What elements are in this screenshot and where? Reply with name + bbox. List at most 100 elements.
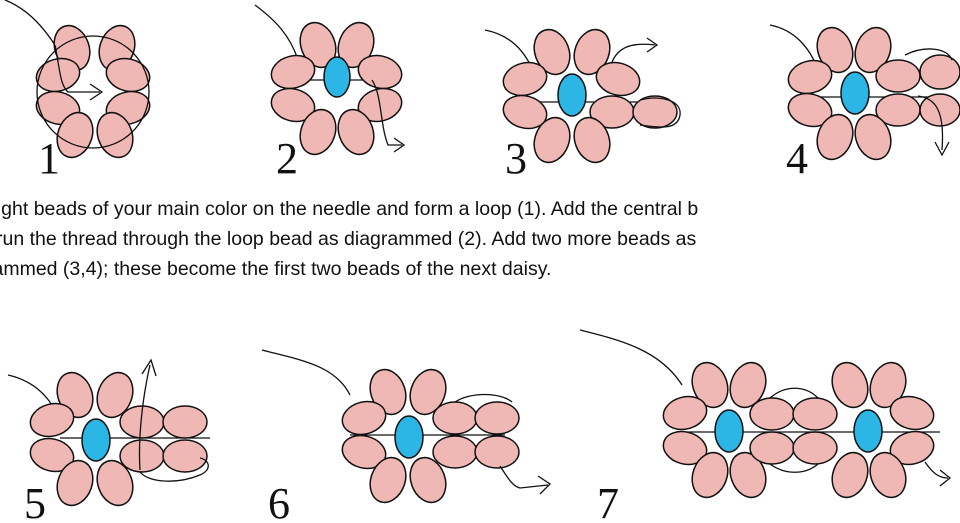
- petal-bead: [595, 61, 641, 97]
- thread: [54, 44, 100, 93]
- thread: [139, 457, 209, 482]
- step-3-diagram: 3: [484, 28, 681, 183]
- step-number: 4: [786, 134, 808, 183]
- petal-bead: [919, 54, 960, 90]
- thread: [4, 0, 56, 46]
- petal-bead: [787, 59, 833, 95]
- petal-bead: [854, 26, 892, 74]
- petal-bead: [474, 435, 520, 469]
- center-bead: [81, 418, 111, 462]
- petal-bead: [35, 57, 81, 93]
- petal-bead: [792, 397, 838, 431]
- petal-bead: [432, 435, 478, 469]
- step-number: 7: [597, 479, 619, 523]
- petal-bead: [662, 395, 708, 431]
- thread: [639, 97, 681, 128]
- petal-bead: [792, 431, 838, 465]
- petal-bead: [919, 93, 960, 127]
- petal-bead: [341, 434, 387, 470]
- petal-bead: [749, 397, 795, 431]
- arrow-head: [939, 469, 952, 487]
- petal-bead: [573, 116, 611, 164]
- petal-bead: [432, 401, 478, 435]
- petal-bead: [573, 28, 611, 76]
- thread-loop: [36, 35, 150, 149]
- thread: [917, 95, 944, 151]
- step-number: 5: [24, 479, 46, 523]
- petal-bead: [29, 402, 75, 438]
- petal-bead: [869, 361, 907, 409]
- thread: [138, 364, 151, 471]
- petal-bead: [96, 371, 134, 419]
- step-1-diagram: 1: [4, 0, 151, 183]
- petal-bead: [162, 439, 208, 473]
- petal-bead: [502, 94, 548, 130]
- petal-bead: [337, 108, 375, 156]
- arrow-head: [537, 475, 552, 495]
- petal-bead: [474, 401, 520, 435]
- petal-bead: [816, 113, 854, 161]
- center-bead: [557, 73, 587, 117]
- petal-bead: [875, 59, 921, 93]
- petal-bead: [270, 54, 316, 90]
- petal-bead: [729, 361, 767, 409]
- step-4-diagram: 4: [769, 24, 960, 183]
- petal-bead: [502, 61, 548, 97]
- thread: [261, 349, 351, 396]
- thread: [611, 43, 656, 63]
- thread: [454, 393, 513, 403]
- instructions-text: eight beads of your main color on the ne…: [0, 194, 960, 284]
- thread: [769, 387, 819, 399]
- center-bead: [323, 56, 351, 98]
- petal-bead: [56, 111, 94, 159]
- petal-bead: [409, 368, 447, 416]
- step-number: 3: [505, 134, 527, 183]
- thread: [499, 465, 549, 489]
- petal-bead: [56, 459, 94, 507]
- petal-bead: [816, 26, 854, 74]
- petal-bead: [105, 57, 151, 93]
- thread: [904, 48, 953, 61]
- petal-bead: [409, 456, 447, 504]
- thread: [924, 461, 949, 479]
- step-number: 2: [276, 134, 298, 183]
- step-2-diagram: 2: [254, 4, 406, 183]
- petal-bead: [533, 28, 571, 76]
- petal-bead: [369, 368, 407, 416]
- petal-bead: [691, 361, 729, 409]
- petal-bead: [119, 439, 165, 473]
- petal-bead: [749, 431, 795, 465]
- arrow-head: [934, 141, 950, 157]
- thread: [769, 463, 819, 473]
- thread: [579, 329, 683, 386]
- thread: [254, 4, 299, 61]
- center-bead: [394, 415, 424, 459]
- center-bead: [853, 409, 883, 453]
- instructions-line-3: rammed (3,4); these become the first two…: [0, 258, 552, 280]
- center-bead: [840, 71, 870, 115]
- petal-bead: [691, 451, 729, 499]
- step-6-diagram: 6: [261, 349, 552, 523]
- petal-bead: [831, 451, 869, 499]
- arrow-head: [646, 37, 659, 53]
- petal-bead: [299, 108, 337, 156]
- petal-bead: [162, 405, 208, 439]
- petal-bead: [533, 116, 571, 164]
- arrow-head: [141, 358, 157, 377]
- arrow-head: [393, 137, 406, 153]
- petal-bead: [729, 451, 767, 499]
- instructions-line-2: run the thread through the loop bead as …: [0, 228, 697, 250]
- petal-bead: [854, 113, 892, 161]
- step-number: 6: [268, 479, 290, 523]
- step-5-diagram: 5: [7, 358, 210, 523]
- petal-bead: [96, 459, 134, 507]
- step-number: 1: [38, 134, 60, 183]
- petal-bead: [29, 437, 75, 473]
- petal-bead: [889, 395, 935, 431]
- petal-bead: [341, 400, 387, 436]
- petal-bead: [869, 451, 907, 499]
- petal-bead: [632, 95, 678, 129]
- thread: [371, 79, 402, 146]
- step-7-diagram: 7: [579, 329, 952, 523]
